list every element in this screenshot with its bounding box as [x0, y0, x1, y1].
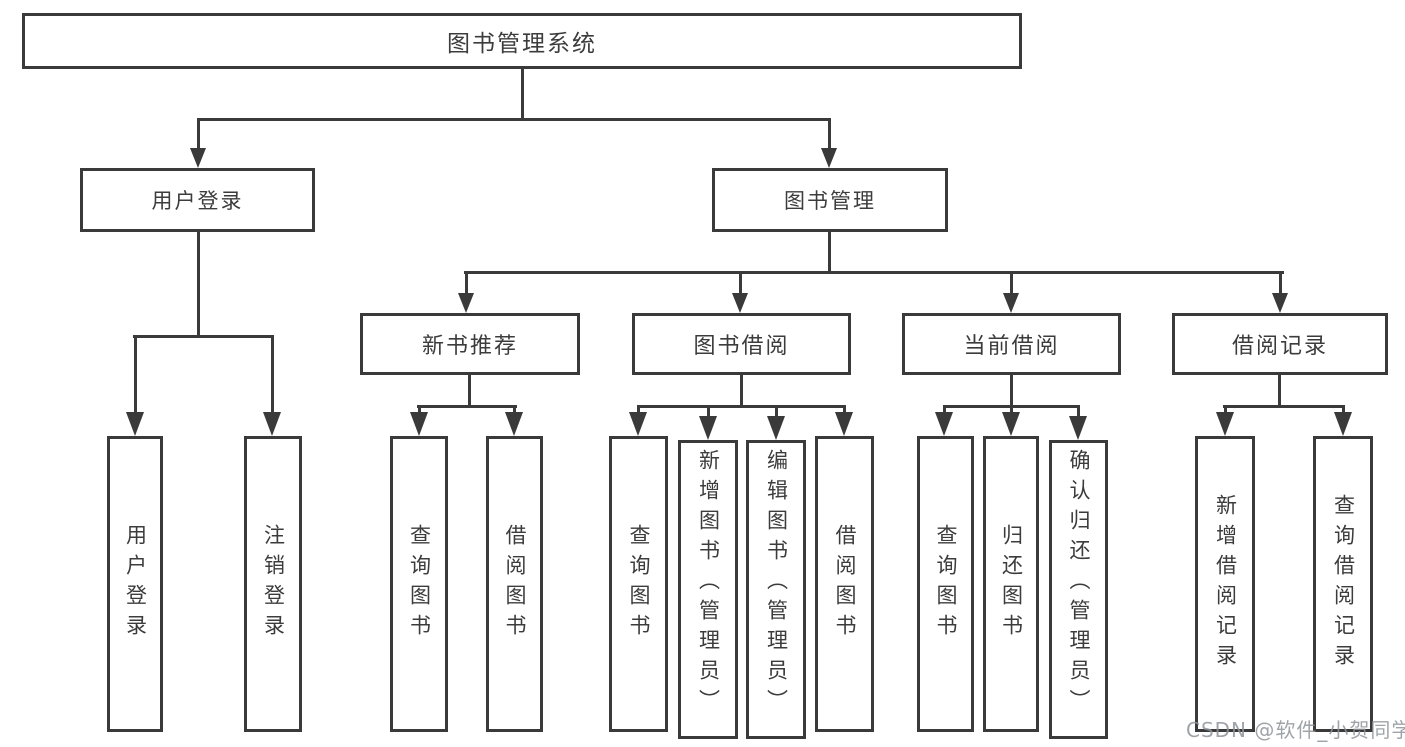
- connector-drop-leaf: [513, 405, 516, 415]
- connector-drop-book-mgmt: [828, 118, 831, 150]
- node-label: 查询图书: [627, 524, 651, 644]
- node-label: 图书管理: [784, 189, 876, 213]
- connector-drop-borrow-record: [1279, 271, 1282, 297]
- arrow-down-icon: [1069, 416, 1087, 440]
- leaf-query-borrow-record: 查询借阅记录: [1313, 436, 1373, 732]
- connector-drop-leaf: [1224, 405, 1227, 415]
- arrow-down-icon: [1334, 412, 1352, 436]
- connector-borrow-record-stem: [1278, 375, 1281, 407]
- node-label: 确认归还（管理员）: [1067, 449, 1091, 719]
- connector-drop-leaf: [1010, 405, 1013, 415]
- arrow-down-icon: [629, 412, 647, 436]
- leaf-user-login: 用户登录: [107, 436, 163, 732]
- connector-drop-leaf: [707, 405, 710, 417]
- leaf-add-borrow-record: 新增借阅记录: [1195, 436, 1255, 732]
- connector-drop-leaf: [418, 405, 421, 415]
- connector-current-borrow-stem: [1010, 375, 1013, 407]
- node-label: 借阅记录: [1231, 334, 1328, 359]
- connector-book-borrow-stem: [740, 375, 743, 407]
- leaf-add-book-admin: 新增图书（管理员）: [678, 440, 738, 739]
- connector-borrow-record-branch: [1223, 405, 1345, 408]
- connector-book-mgmt-stem: [828, 232, 831, 274]
- connector-drop-leaf: [943, 405, 946, 415]
- leaf-query-books-recommend: 查询图书: [390, 436, 448, 732]
- arrow-down-icon: [935, 412, 953, 436]
- leaf-logout: 注销登录: [244, 436, 302, 732]
- connector-user-login-stem: [197, 232, 200, 337]
- node-label: 查询借阅记录: [1331, 494, 1356, 674]
- node-label: 图书管理系统: [447, 31, 597, 57]
- arrow-down-icon: [821, 148, 837, 168]
- arrow-down-icon: [126, 412, 144, 436]
- node-label: 新增图书（管理员）: [696, 449, 721, 719]
- node-user-login: 用户登录: [80, 168, 315, 232]
- connector-new-book-stem: [468, 375, 471, 407]
- arrow-down-icon: [1002, 412, 1020, 436]
- connector-drop-leaf: [637, 405, 640, 415]
- leaf-query-books-borrowing: 查询图书: [609, 436, 668, 732]
- node-label: 用户登录: [123, 524, 148, 644]
- node-label: 用户登录: [151, 189, 244, 213]
- node-label: 编辑图书（管理员）: [764, 449, 789, 719]
- leaf-borrow-books: 借阅图书: [815, 436, 874, 732]
- connector-level1-branch: [197, 118, 831, 121]
- connector-drop-login-leaf: [134, 335, 137, 414]
- node-label: 查询图书: [934, 524, 958, 644]
- arrow-down-icon: [505, 412, 523, 436]
- arrow-down-icon: [732, 293, 748, 313]
- arrow-down-icon: [1272, 293, 1288, 313]
- connector-drop-book-borrow: [739, 271, 742, 297]
- connector-drop-new-book: [465, 271, 468, 297]
- node-label: 新增借阅记录: [1213, 494, 1238, 674]
- arrow-down-icon: [1003, 293, 1019, 313]
- connector-book-borrow-branch: [637, 405, 846, 408]
- node-new-book-recommend: 新书推荐: [360, 313, 580, 375]
- node-label: 当前借阅: [963, 334, 1060, 359]
- node-current-borrowing: 当前借阅: [902, 313, 1121, 375]
- connector-drop-leaf: [1342, 405, 1345, 415]
- arrow-down-icon: [835, 412, 853, 436]
- arrow-down-icon: [410, 412, 428, 436]
- node-book-management: 图书管理: [712, 168, 948, 232]
- leaf-confirm-return-admin: 确认归还（管理员）: [1049, 440, 1108, 739]
- node-book-borrowing: 图书借阅: [632, 313, 851, 375]
- csdn-watermark: CSDN @软件_小贺同学: [1186, 718, 1405, 742]
- leaf-edit-book-admin: 编辑图书（管理员）: [746, 440, 806, 739]
- connector-drop-leaf: [1077, 405, 1080, 417]
- node-label: 借阅图书: [833, 524, 857, 644]
- connector-drop-logout-leaf: [271, 335, 274, 414]
- node-root-library-system: 图书管理系统: [22, 13, 1022, 69]
- node-label: 注销登录: [261, 524, 286, 644]
- connector-drop-leaf: [843, 405, 846, 415]
- arrow-down-icon: [190, 148, 206, 168]
- arrow-down-icon: [699, 416, 717, 440]
- leaf-query-books-current: 查询图书: [917, 436, 974, 732]
- connector-drop-current-borrow: [1010, 271, 1013, 297]
- arrow-down-icon: [1216, 412, 1234, 436]
- connector-drop-user-login: [197, 118, 200, 150]
- arrow-down-icon: [767, 416, 785, 440]
- node-borrow-records: 借阅记录: [1172, 313, 1388, 375]
- leaf-borrow-books-recommend: 借阅图书: [486, 436, 543, 732]
- node-label: 查询图书: [407, 524, 432, 644]
- node-label: 新书推荐: [421, 334, 518, 359]
- arrow-down-icon: [263, 412, 281, 436]
- node-label: 归还图书: [999, 524, 1024, 644]
- node-label: 借阅图书: [503, 524, 527, 644]
- connector-drop-leaf: [775, 405, 778, 417]
- connector-level2-branch: [464, 271, 1284, 274]
- connector-new-book-branch: [417, 405, 517, 408]
- connector-root-stem: [521, 69, 524, 120]
- node-label: 图书借阅: [693, 334, 790, 359]
- leaf-return-books: 归还图书: [983, 436, 1039, 732]
- arrow-down-icon: [458, 293, 474, 313]
- connector-user-login-branch: [133, 335, 274, 338]
